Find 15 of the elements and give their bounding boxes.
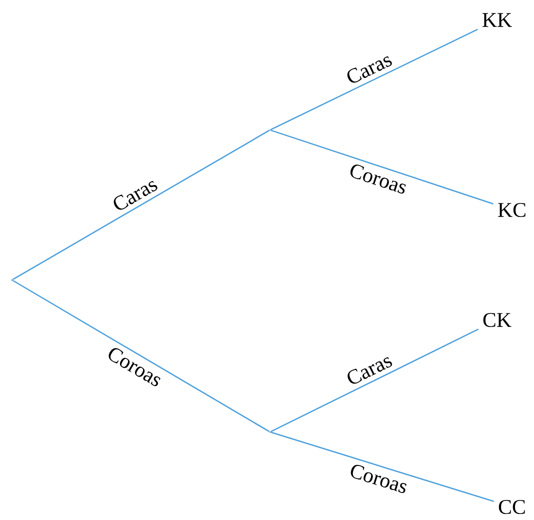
edge-label: Coroas [350,164,406,194]
branch-line [270,328,479,432]
outcome-label: KC [498,202,526,218]
branch-line [270,432,494,502]
outcome-label: CC [498,500,525,514]
outcome-label: KK [482,13,512,27]
edge-label: Caras [347,56,392,83]
edge-label: Caras [114,180,158,210]
branch-line [270,28,478,130]
branch-line [12,280,270,432]
branch-line [12,130,270,280]
edge-label: Caras [348,357,392,384]
branch-line [270,130,494,204]
edge-label: Coroas [350,464,407,493]
outcome-label: CK [483,312,512,328]
